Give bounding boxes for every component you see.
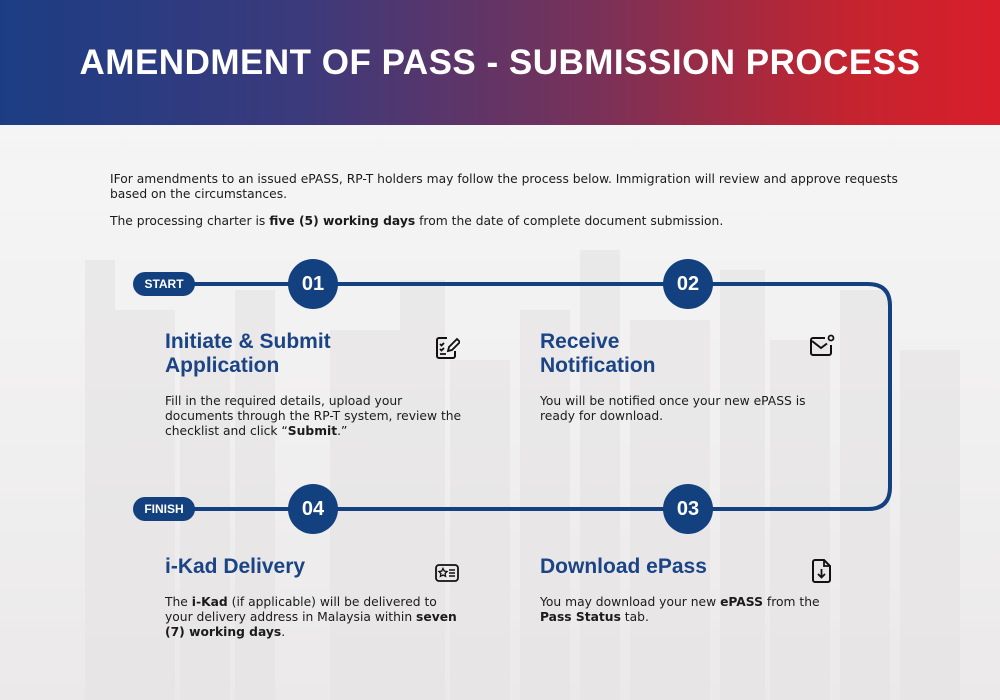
file-download-icon	[812, 559, 831, 583]
step-title: i-Kad Delivery	[165, 555, 306, 578]
text: ePASS	[720, 595, 763, 609]
step-1: Initiate & Submit Application Fill in th…	[165, 330, 461, 439]
step-description: Fill in the required details, upload you…	[165, 394, 465, 439]
city-skyline-background	[85, 250, 960, 700]
text: i-Kad	[191, 595, 228, 609]
step-number-02: 02	[663, 259, 713, 309]
processing-charter: The processing charter is five (5) worki…	[110, 214, 900, 229]
step-2: Receive Notification You will be notifie…	[540, 330, 806, 424]
intro-paragraph: IFor amendments to an issued ePASS, RP-T…	[110, 172, 898, 201]
start-marker: START	[133, 272, 195, 296]
step-4: i-Kad Delivery The i-Kad (if applicable)…	[165, 555, 465, 640]
text: tab.	[620, 610, 649, 624]
step-3: Download ePass You may download your new…	[540, 555, 840, 625]
charter-days: five (5) working days	[269, 214, 416, 228]
submit-emphasis: Submit	[287, 424, 338, 438]
text: seven (7) working days	[165, 610, 457, 639]
step-title: Receive Notification	[540, 330, 656, 377]
step-description: You may download your new ePASS from the…	[540, 595, 840, 625]
id-card-icon	[435, 564, 459, 582]
header-banner: AMENDMENT OF PASS - SUBMISSION PROCESS	[0, 0, 1000, 125]
step-number-01: 01	[288, 259, 338, 309]
text: Pass Status	[540, 610, 621, 624]
step-description: The i-Kad (if applicable) will be delive…	[165, 595, 460, 640]
text: .”	[337, 424, 348, 438]
checklist-edit-icon	[436, 337, 460, 359]
text: You may download your new	[540, 595, 721, 609]
text: The processing charter is	[110, 214, 270, 228]
text: from the	[762, 595, 820, 609]
page-title: AMENDMENT OF PASS - SUBMISSION PROCESS	[79, 42, 921, 82]
intro-text: IFor amendments to an issued ePASS, RP-T…	[110, 172, 900, 241]
finish-marker: FINISH	[133, 497, 195, 521]
step-description: You will be notified once your new ePASS…	[540, 394, 806, 423]
text: Fill in the required details, upload you…	[165, 394, 462, 438]
text: (if applicable) will be delivered to you…	[165, 595, 437, 624]
text: .	[281, 625, 286, 639]
text: The	[165, 595, 192, 609]
step-number-03: 03	[663, 484, 713, 534]
step-number-04: 04	[288, 484, 338, 534]
step-title: Initiate & Submit Application	[165, 330, 331, 377]
step-title: Download ePass	[540, 555, 707, 578]
mail-notification-icon	[810, 334, 835, 356]
text: from the date of complete document submi…	[415, 214, 724, 228]
